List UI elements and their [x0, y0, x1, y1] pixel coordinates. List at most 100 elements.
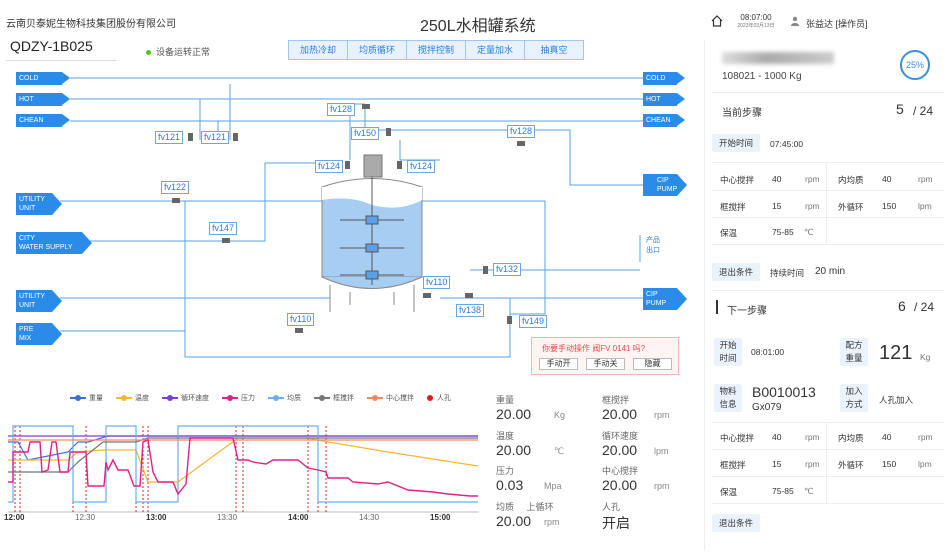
legend-item[interactable]: 中心搅拌	[367, 393, 414, 403]
param-unit: rpm	[918, 432, 933, 442]
tank[interactable]	[321, 154, 423, 312]
pid-diagram	[60, 77, 645, 358]
batch-weight-label: 配方 重量	[840, 338, 868, 366]
valve-fv121-b[interactable]: fv121	[201, 131, 230, 144]
legend-item[interactable]: 压力	[222, 393, 255, 403]
status-text: 设备运转正常	[156, 47, 211, 57]
legend-item[interactable]: 循环速度	[162, 393, 209, 403]
reading-unit: Kg	[554, 410, 566, 420]
valve-fv138[interactable]: fv138	[456, 304, 485, 317]
divider	[712, 217, 944, 218]
tab-homogenize-cycle[interactable]: 均质循环	[347, 40, 407, 60]
reading-unit: rpm	[654, 410, 670, 420]
pipe-cip-pump-1[interactable]: CIP PUMP	[643, 174, 687, 196]
legend-swatch-icon	[222, 395, 238, 401]
divider	[712, 503, 944, 504]
exit-condition-label-2: 退出条件	[712, 514, 760, 532]
param-key: 框搅拌	[720, 202, 746, 212]
trend-chart	[8, 425, 479, 513]
param-value: 75-85	[772, 486, 794, 496]
pipe-cold-out[interactable]: COLD	[643, 72, 685, 85]
next-step-marker	[716, 300, 718, 314]
reading-unit: rpm	[544, 517, 560, 527]
valve-fv122[interactable]: fv122	[161, 181, 190, 194]
reading-label: 循环速度	[602, 431, 639, 441]
next-start-value: 08:01:00	[751, 347, 785, 357]
pipe-cold-in[interactable]: COLD	[16, 72, 70, 85]
device-id: QDZY-1B025	[10, 38, 93, 54]
x-tick: 12:00	[4, 513, 25, 522]
home-icon[interactable]	[710, 14, 724, 28]
material-sub: Gx079	[752, 402, 782, 413]
device-status: 设备运转正常	[146, 45, 210, 58]
reading-label: 压力	[496, 466, 515, 476]
param-key: 保温	[720, 487, 738, 497]
pipe-chean-out[interactable]: CHEAN	[643, 114, 685, 127]
valve-fv147[interactable]: fv147	[209, 222, 238, 235]
pipe-cip-pump-2[interactable]: CIP PUMP	[643, 288, 687, 310]
red-markers	[14, 426, 327, 512]
param-unit: rpm	[805, 459, 820, 469]
tab-stir-control[interactable]: 搅拌控制	[406, 40, 466, 60]
pipe-hot-out[interactable]: HOT	[643, 93, 685, 106]
divider	[712, 190, 944, 191]
valve-fv132[interactable]: fv132	[493, 263, 522, 276]
pipe-utility-unit-1[interactable]: UTILITY UNIT	[16, 193, 62, 215]
tab-water-dosing[interactable]: 定量加水	[465, 40, 525, 60]
chart-legend: 重量 温度 循环速度 压力 均质 框搅拌 中心搅拌 人孔	[70, 393, 464, 403]
x-tick: 15:00	[430, 513, 451, 522]
divider	[826, 422, 827, 504]
param-key: 外循环	[838, 202, 864, 212]
series-homogenizer	[8, 425, 478, 503]
reading-label: 人孔	[602, 502, 621, 512]
manual-open-button[interactable]: 手动开	[539, 358, 578, 370]
pipe-chean-in[interactable]: CHEAN	[16, 114, 70, 127]
param-key: 外循环	[838, 460, 864, 470]
divider	[6, 60, 116, 61]
product-outlet-label: 产品 出口	[646, 237, 660, 254]
valve-fv110-b[interactable]: fv110	[287, 313, 315, 326]
param-key: 保温	[720, 228, 738, 238]
valve-fv128-b[interactable]: fv128	[507, 125, 536, 138]
x-tick: 14:30	[359, 513, 380, 522]
reading-value: 20.00	[602, 406, 638, 422]
valve-fv110-a[interactable]: fv110	[423, 276, 451, 289]
param-key: 内均质	[838, 433, 864, 443]
reading-label: 重量	[496, 395, 515, 405]
legend-item[interactable]: 人孔	[427, 393, 451, 403]
hide-button[interactable]: 隐藏	[633, 358, 672, 370]
current-step-number: 5	[896, 101, 904, 117]
valve-fv128-a[interactable]: fv128	[327, 103, 356, 116]
legend-item[interactable]: 温度	[116, 393, 149, 403]
tab-vacuum[interactable]: 抽真空	[524, 40, 584, 60]
pipe-city-water[interactable]: CITY WATER SUPPLY	[16, 232, 92, 254]
company-name: 云南贝泰妮生物科技集团股份有限公司	[6, 19, 176, 30]
reading-unit: Mpa	[544, 481, 562, 491]
legend-item[interactable]: 重量	[70, 393, 103, 403]
tab-heating-cooling[interactable]: 加热冷却	[288, 40, 348, 60]
valve-fv124-b[interactable]: fv124	[407, 160, 436, 173]
valve-fv150[interactable]: fv150	[351, 127, 380, 140]
valve-fv149[interactable]: fv149	[519, 315, 548, 328]
hold-value: 20 min	[815, 266, 846, 277]
divider	[712, 244, 944, 245]
reading-value: 20.00	[602, 442, 638, 458]
legend-item[interactable]: 框搅拌	[314, 393, 354, 403]
divider	[712, 422, 944, 423]
exit-condition-label: 退出条件	[712, 263, 760, 281]
start-time-value: 07:45:00	[770, 139, 804, 149]
user-name[interactable]: 张益达 [操作员]	[806, 19, 868, 29]
add-method-value: 人孔加入	[879, 395, 914, 405]
legend-item[interactable]: 均质	[268, 393, 301, 403]
valve-fv124-a[interactable]: fv124	[315, 160, 344, 173]
manual-close-button[interactable]: 手动关	[586, 358, 625, 370]
panel-divider	[704, 40, 705, 550]
valve-fv121-a[interactable]: fv121	[155, 131, 184, 144]
divider	[826, 162, 827, 244]
param-unit: rpm	[805, 432, 820, 442]
batch-weight-unit: Kg	[920, 352, 931, 362]
pipe-hot-in[interactable]: HOT	[16, 93, 70, 106]
legend-swatch-icon	[116, 395, 132, 401]
pipe-utility-unit-2[interactable]: UTILITY UNIT	[16, 290, 62, 312]
pipe-premix[interactable]: PRE MIX	[16, 323, 62, 345]
